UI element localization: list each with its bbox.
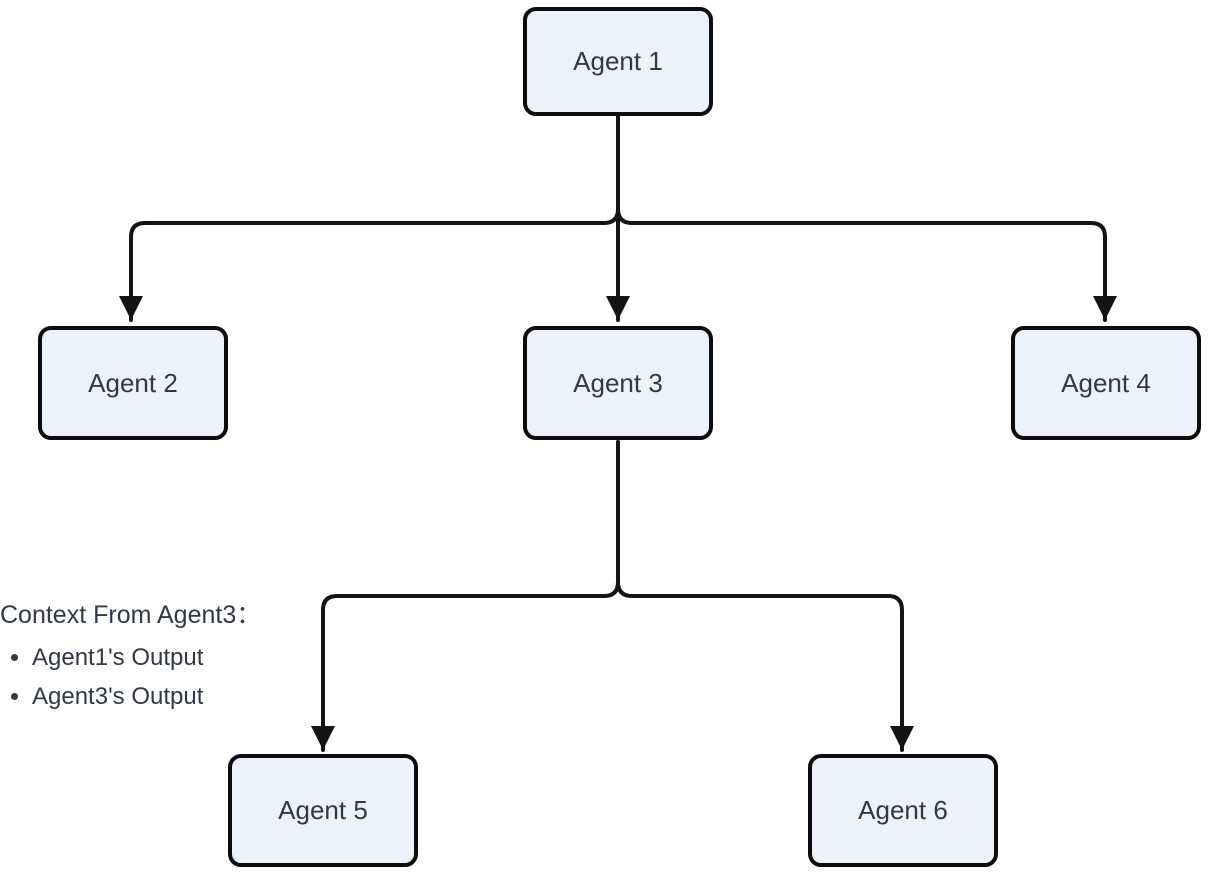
node-agent3: Agent 3 — [523, 326, 713, 440]
node-agent6: Agent 6 — [808, 754, 998, 867]
context-note-list: Agent1's Output Agent3's Output — [0, 638, 310, 716]
node-agent4: Agent 4 — [1011, 326, 1201, 440]
context-note: Context From Agent3： Agent1's Output Age… — [0, 598, 310, 716]
context-note-item: Agent3's Output — [32, 677, 310, 716]
edge-agent3-agent6 — [616, 440, 914, 752]
context-note-item: Agent1's Output — [32, 638, 310, 677]
node-agent3-label: Agent 3 — [573, 367, 663, 398]
node-agent5: Agent 5 — [228, 754, 418, 867]
node-agent4-label: Agent 4 — [1061, 367, 1151, 398]
node-agent1-label: Agent 1 — [573, 46, 663, 76]
edge-agent1-agent4 — [616, 114, 1117, 322]
node-agent2: Agent 2 — [38, 326, 228, 440]
edge-agent3-agent5 — [311, 440, 620, 752]
node-agent1: Agent 1 — [523, 7, 713, 116]
edge-agent1-agent2 — [119, 114, 620, 322]
context-note-title: Context From Agent3： — [0, 601, 262, 629]
node-agent5-label: Agent 5 — [278, 795, 368, 825]
node-agent2-label: Agent 2 — [88, 367, 178, 398]
node-agent6-label: Agent 6 — [858, 795, 948, 825]
